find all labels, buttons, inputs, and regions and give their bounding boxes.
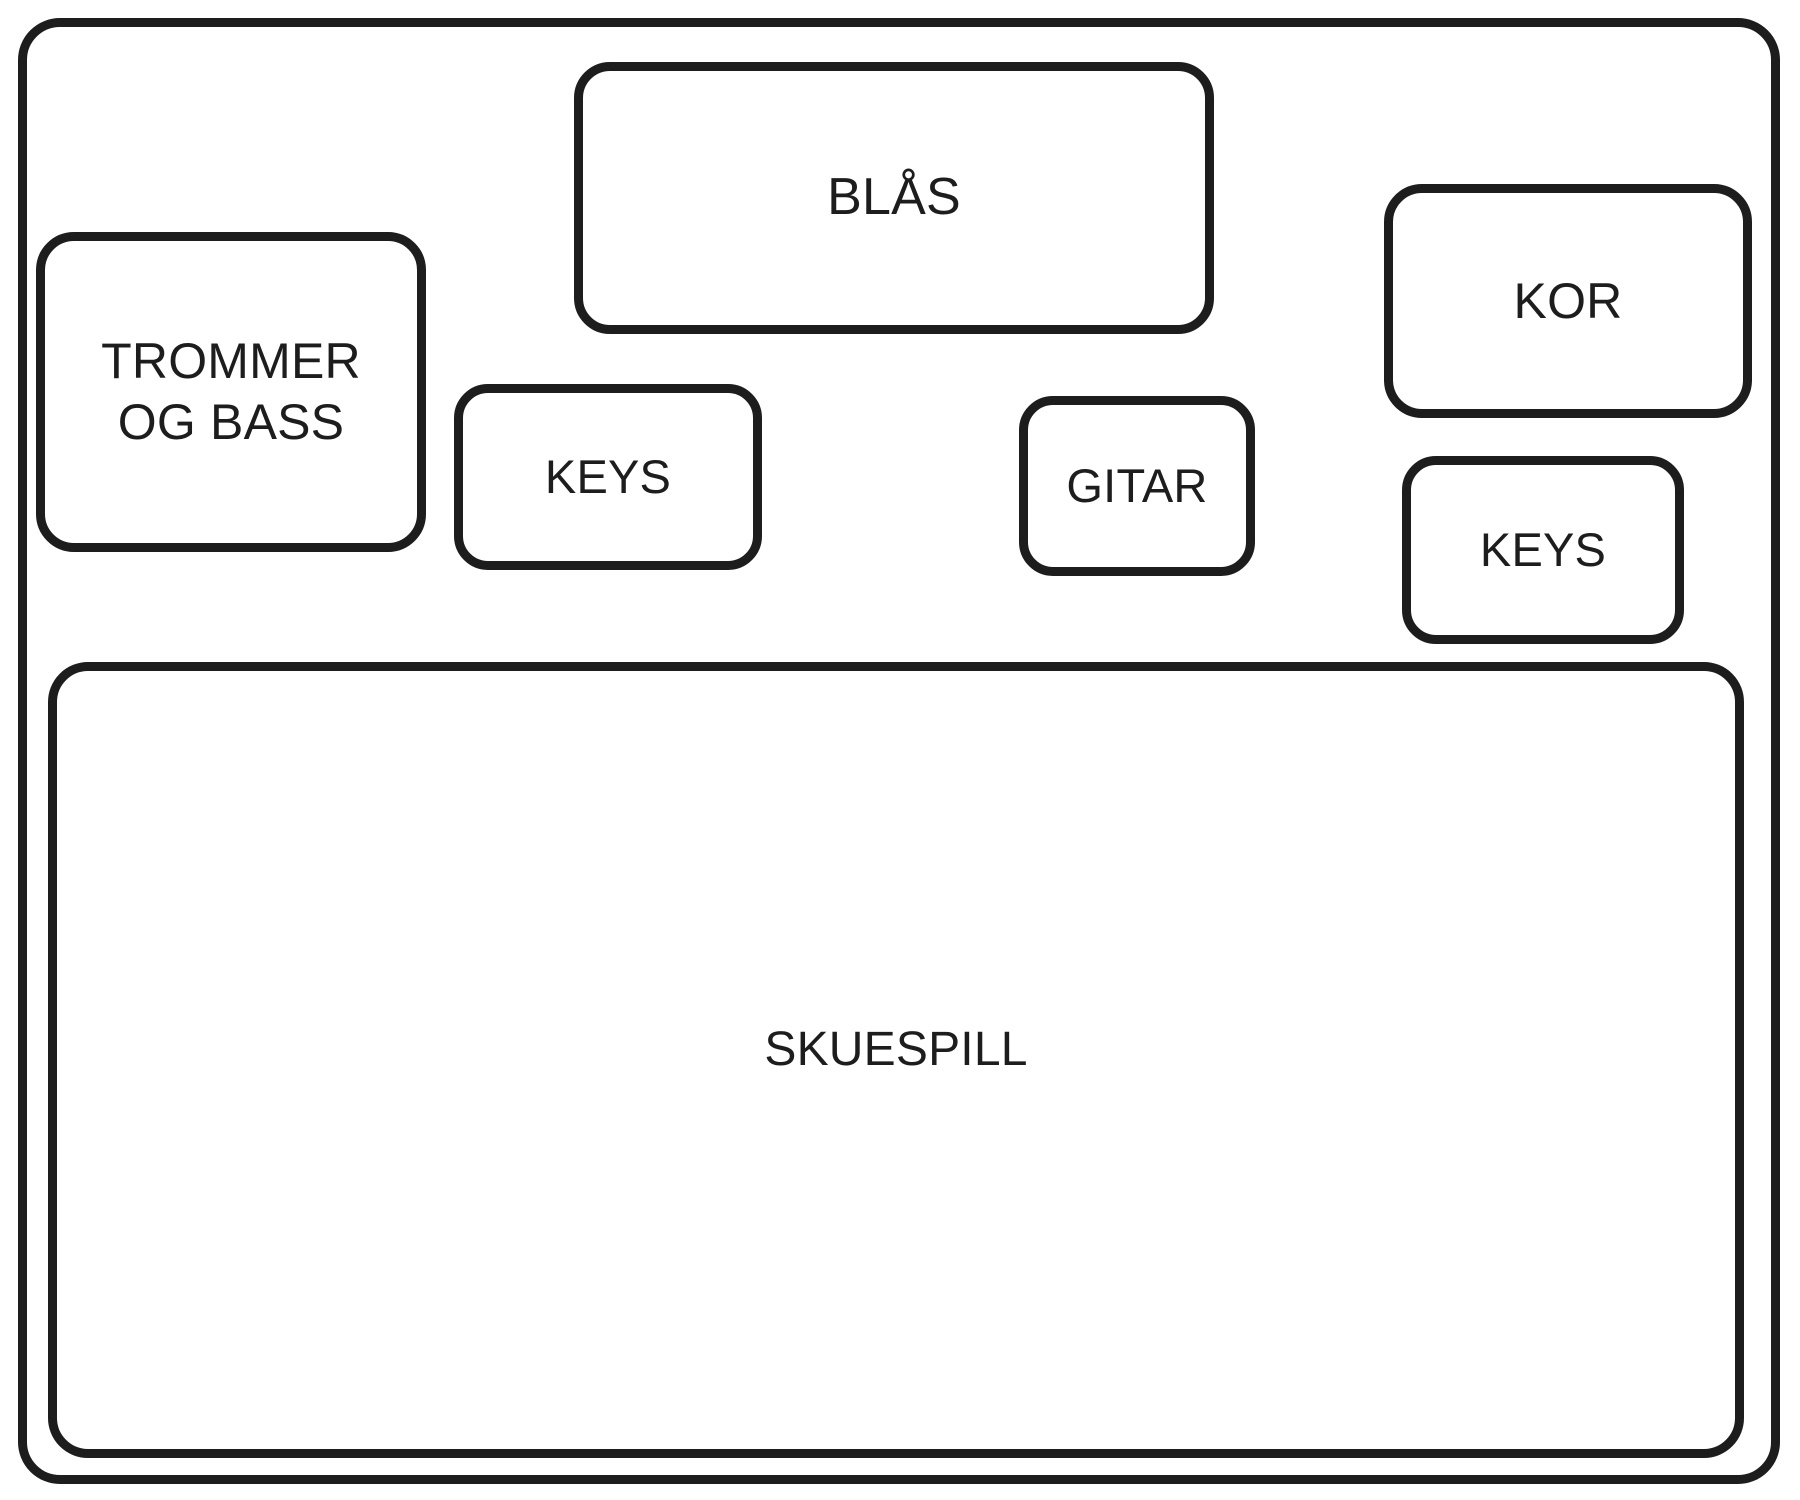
zone-blas[interactable]: BLÅS: [574, 62, 1214, 334]
zone-keys-right-label: KEYS: [1479, 523, 1607, 577]
stage-outline: [18, 18, 1780, 1484]
zone-keys-right[interactable]: KEYS: [1402, 456, 1684, 644]
zone-blas-label: BLÅS: [827, 168, 961, 227]
zone-gitar[interactable]: GITAR: [1019, 396, 1255, 576]
zone-trommer-og-bass-label: TROMMER OG BASS: [101, 333, 361, 450]
zone-keys-left-label: KEYS: [544, 450, 672, 504]
zone-kor[interactable]: KOR: [1384, 184, 1752, 418]
zone-skuespill[interactable]: SKUESPILL: [48, 662, 1744, 1458]
zone-keys-left[interactable]: KEYS: [454, 384, 762, 570]
zone-kor-label: KOR: [1513, 272, 1623, 329]
zone-skuespill-label: SKUESPILL: [764, 1022, 1028, 1076]
zone-gitar-label: GITAR: [1066, 459, 1208, 513]
zone-trommer-og-bass[interactable]: TROMMER OG BASS: [36, 232, 426, 552]
